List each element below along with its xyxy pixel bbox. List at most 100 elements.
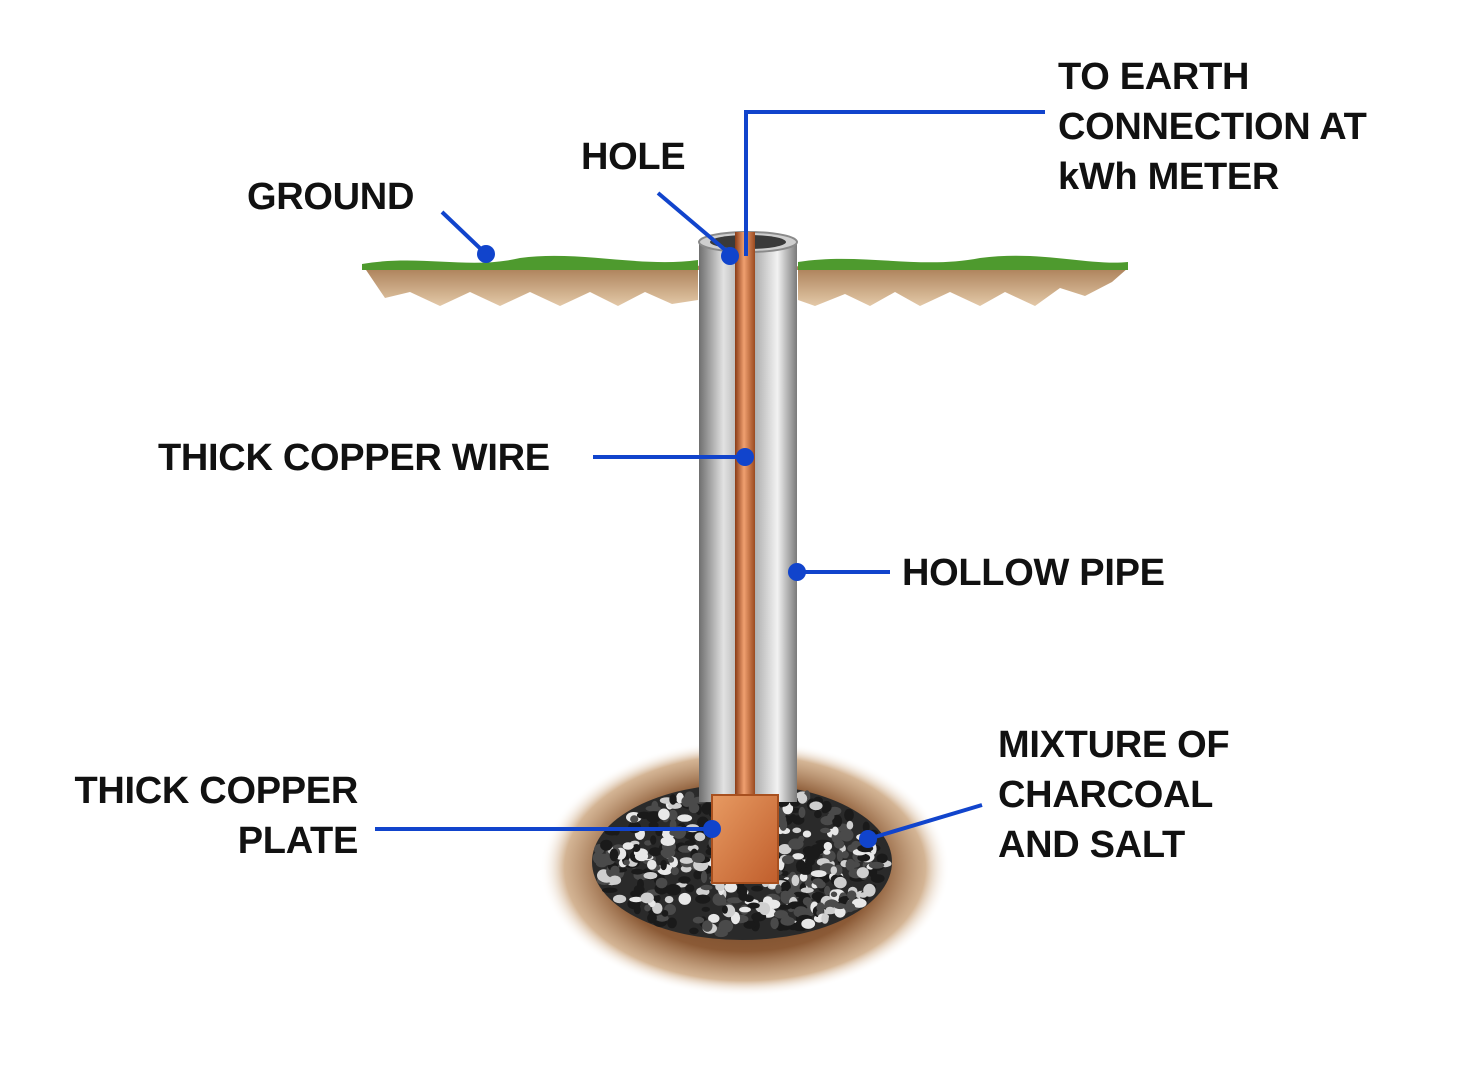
pebble bbox=[836, 850, 844, 862]
pebble bbox=[700, 870, 708, 884]
pebble bbox=[833, 876, 847, 889]
pebble bbox=[859, 892, 868, 898]
pebble bbox=[677, 814, 693, 822]
label-copper-plate: THICK COPPER PLATE bbox=[60, 766, 358, 866]
pebble bbox=[629, 896, 644, 903]
dot-ground bbox=[477, 245, 495, 263]
pebble bbox=[668, 809, 678, 821]
pebble bbox=[847, 890, 857, 900]
pebble bbox=[870, 874, 885, 883]
pebble bbox=[857, 853, 871, 862]
pebble bbox=[715, 882, 725, 891]
pebble bbox=[805, 847, 821, 861]
pebble bbox=[798, 806, 806, 819]
pebble bbox=[718, 919, 734, 933]
pebble bbox=[816, 880, 826, 889]
pebble bbox=[774, 910, 788, 919]
label-mixture-line-3: AND SALT bbox=[998, 824, 1185, 866]
pebble bbox=[695, 894, 711, 904]
pebble bbox=[791, 874, 800, 887]
pebble bbox=[608, 875, 622, 885]
label-mixture: MIXTURE OF CHARCOAL AND SALT bbox=[998, 720, 1230, 870]
leader-mixture bbox=[867, 803, 983, 841]
pebble bbox=[660, 847, 676, 858]
pebble bbox=[640, 892, 654, 904]
pebble bbox=[831, 826, 839, 836]
pebble bbox=[655, 877, 668, 889]
pebble bbox=[844, 808, 854, 822]
pebble bbox=[660, 836, 676, 846]
pebble bbox=[648, 847, 662, 857]
label-plate-line-2: PLATE bbox=[237, 820, 359, 862]
pebble bbox=[714, 929, 728, 938]
pebble bbox=[668, 802, 682, 809]
dot-copper-plate bbox=[703, 820, 721, 838]
pebble bbox=[670, 866, 679, 876]
pebble bbox=[770, 917, 779, 930]
dot-hole bbox=[721, 247, 739, 265]
pebble bbox=[688, 802, 700, 814]
pebble bbox=[810, 870, 827, 878]
label-mixture-line-2: CHARCOAL bbox=[998, 774, 1214, 816]
pebble bbox=[832, 814, 843, 828]
leader-lines bbox=[375, 110, 1045, 841]
pebble bbox=[679, 857, 694, 864]
pebble bbox=[846, 820, 854, 830]
pebble bbox=[809, 801, 823, 811]
label-earth-line-2: CONNECTION AT bbox=[1058, 106, 1367, 148]
pebble bbox=[721, 905, 728, 914]
pebble bbox=[644, 840, 652, 846]
pebble bbox=[802, 830, 812, 838]
pebble bbox=[834, 903, 846, 910]
pebble bbox=[660, 859, 667, 871]
pebble bbox=[653, 894, 661, 903]
pebble bbox=[792, 827, 802, 834]
pebble bbox=[844, 902, 856, 913]
label-earth-connection: TO EARTH CONNECTION AT kWh METER bbox=[1058, 52, 1367, 202]
pebble bbox=[685, 884, 695, 893]
pebble bbox=[665, 884, 682, 896]
pebble bbox=[630, 815, 639, 823]
pebble bbox=[623, 859, 630, 866]
pebble bbox=[595, 858, 608, 868]
pebble bbox=[833, 839, 845, 849]
pebble bbox=[841, 851, 849, 859]
dot-copper-wire bbox=[736, 448, 754, 466]
label-hollow-pipe: HOLLOW PIPE bbox=[902, 552, 1165, 594]
pebble bbox=[602, 887, 618, 893]
pebble bbox=[782, 855, 795, 865]
dot-hollow-pipe bbox=[788, 563, 806, 581]
pebble bbox=[685, 797, 700, 805]
pebble bbox=[821, 800, 832, 813]
pebble bbox=[800, 887, 814, 893]
pebble bbox=[645, 805, 661, 812]
pebble bbox=[600, 839, 613, 851]
pebble bbox=[669, 794, 677, 805]
copper-wire bbox=[735, 232, 755, 802]
pebble bbox=[751, 885, 764, 892]
pebble bbox=[647, 859, 657, 870]
pebble bbox=[781, 881, 791, 892]
pebble bbox=[778, 844, 792, 855]
pebble bbox=[689, 927, 699, 935]
pebble bbox=[743, 920, 756, 929]
pebble bbox=[646, 811, 662, 823]
pebble bbox=[667, 917, 677, 929]
pebble bbox=[650, 835, 657, 845]
ground-strip bbox=[362, 255, 1128, 306]
pebble bbox=[868, 861, 885, 869]
pebble bbox=[647, 912, 657, 924]
pebble bbox=[643, 872, 658, 880]
pebble bbox=[644, 904, 651, 912]
pebble bbox=[693, 870, 703, 880]
pebble bbox=[667, 856, 675, 863]
label-plate-line-1: THICK COPPER bbox=[74, 770, 358, 812]
pebble bbox=[633, 884, 645, 895]
pebble bbox=[747, 902, 760, 909]
pebble bbox=[792, 853, 804, 860]
pebble bbox=[823, 849, 831, 855]
dot-mixture bbox=[859, 830, 877, 848]
pebble bbox=[726, 897, 743, 904]
pebble bbox=[775, 884, 782, 894]
pebble bbox=[632, 844, 641, 852]
